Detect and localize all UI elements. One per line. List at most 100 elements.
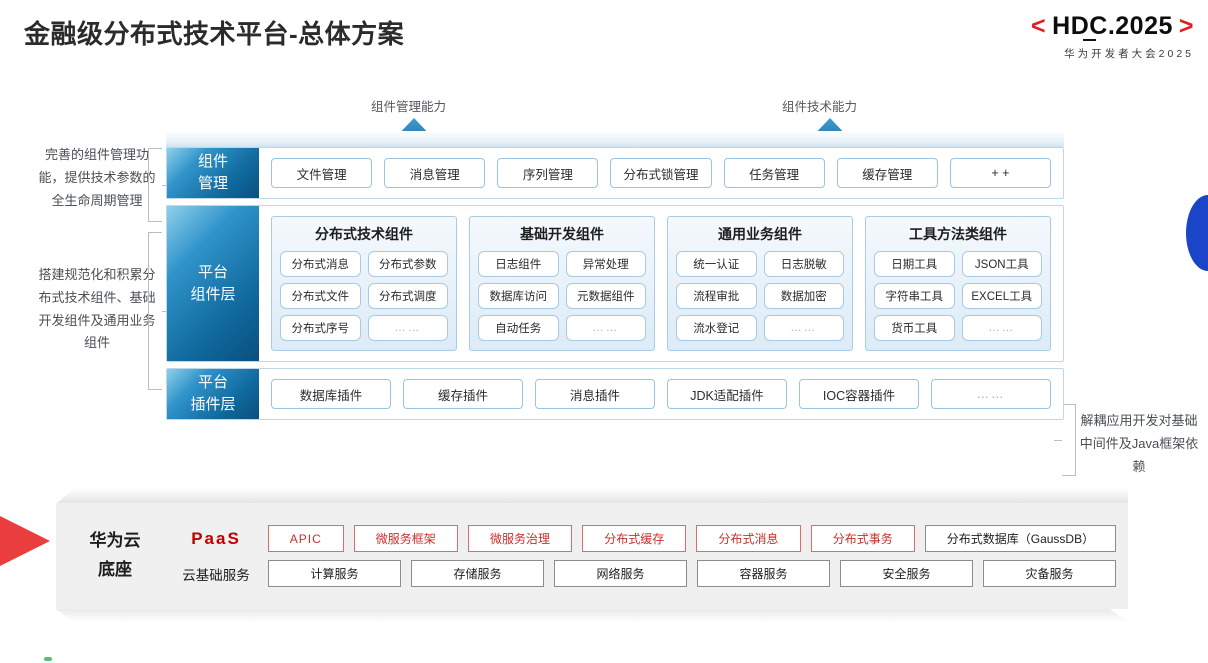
cell-transaction-log[interactable]: 流水登记 bbox=[676, 315, 757, 341]
chip-ioc-container-plugin[interactable]: IOC容器插件 bbox=[799, 379, 919, 409]
paas-chip-row: APIC 微服务框架 微服务治理 分布式缓存 分布式消息 分布式事务 分布式数据… bbox=[268, 525, 1117, 552]
chip-cache-management[interactable]: 缓存管理 bbox=[836, 158, 938, 188]
bracket-connector-1 bbox=[148, 148, 170, 222]
component-group-basic-dev: 基础开发组件 日志组件 异常处理 数据库访问 元数据组件 自动任务 …… bbox=[469, 216, 655, 351]
hdc-logo-subtitle: 华为开发者大会2025 bbox=[1064, 48, 1194, 60]
chip-distributed-lock-management[interactable]: 分布式锁管理 bbox=[610, 158, 712, 188]
chip-sequence-management[interactable]: 序列管理 bbox=[497, 158, 599, 188]
cell-distributed-scheduling[interactable]: 分布式调度 bbox=[367, 283, 448, 309]
layer-body-component-management: 文件管理 消息管理 序列管理 分布式锁管理 任务管理 缓存管理 + + bbox=[259, 148, 1063, 198]
base-panel-title: 华为云 底座 bbox=[56, 527, 174, 585]
chip-distributed-message[interactable]: 分布式消息 bbox=[696, 525, 801, 552]
cell-string-util[interactable]: 字符串工具 bbox=[874, 283, 955, 309]
cell-distributed-message[interactable]: 分布式消息 bbox=[280, 251, 361, 277]
group-grid: 日期工具 JSON工具 字符串工具 EXCEL工具 货币工具 …… bbox=[874, 251, 1042, 341]
cell-process-approval[interactable]: 流程审批 bbox=[676, 283, 757, 309]
chip-add-more[interactable]: + + bbox=[949, 158, 1051, 188]
layer-label-line: 组件层 bbox=[190, 285, 236, 303]
base-row-label-paas: PaaS bbox=[191, 528, 241, 548]
chip-storage-service[interactable]: 存储服务 bbox=[411, 560, 544, 587]
layer-label-platform-plugins: 平台 插件层 bbox=[167, 369, 259, 419]
chip-more-plugins[interactable]: …… bbox=[931, 379, 1051, 409]
cell-log-masking[interactable]: 日志脱敏 bbox=[763, 251, 844, 277]
chip-security-service[interactable]: 安全服务 bbox=[840, 560, 973, 587]
cell-more[interactable]: …… bbox=[367, 315, 448, 341]
layer-label-line: 平台 bbox=[197, 263, 228, 281]
hdc-logo-text: HDC.2025 bbox=[1052, 12, 1173, 41]
group-grid: 日志组件 异常处理 数据库访问 元数据组件 自动任务 …… bbox=[478, 251, 646, 341]
base-row-cloud-services: 云基础服务 计算服务 存储服务 网络服务 容器服务 安全服务 灾备服务 bbox=[174, 560, 1116, 587]
annotation-right-1: 解耦应用开发对基础中间件及Java框架依赖 bbox=[1079, 413, 1199, 474]
layer-label-platform-components: 平台 组件层 bbox=[167, 206, 259, 361]
blue-lens-decoration bbox=[1186, 195, 1208, 271]
layer-platform-components: 平台 组件层 分布式技术组件 分布式消息 分布式参数 分布式文件 分布式调度 分… bbox=[166, 205, 1064, 362]
chip-disaster-recovery-service[interactable]: 灾备服务 bbox=[983, 560, 1116, 587]
cell-more[interactable]: …… bbox=[565, 315, 646, 341]
base-title-line: 华为云 bbox=[89, 531, 141, 551]
group-title: 基础开发组件 bbox=[520, 226, 604, 242]
component-group-general-business: 通用业务组件 统一认证 日志脱敏 流程审批 数据加密 流水登记 …… bbox=[667, 216, 853, 351]
bracket-connector-3 bbox=[1054, 404, 1076, 476]
cell-excel-util[interactable]: EXCEL工具 bbox=[961, 283, 1042, 309]
bracket-connector-2 bbox=[148, 232, 170, 390]
layer-label-line: 组件 bbox=[197, 153, 228, 171]
chip-task-management[interactable]: 任务管理 bbox=[723, 158, 825, 188]
base-row-paas: PaaS APIC 微服务框架 微服务治理 分布式缓存 分布式消息 分布式事务 … bbox=[174, 525, 1117, 552]
chip-microservice-governance[interactable]: 微服务治理 bbox=[467, 525, 573, 552]
cell-distributed-parameter[interactable]: 分布式参数 bbox=[367, 251, 448, 277]
chip-database-plugin[interactable]: 数据库插件 bbox=[271, 379, 391, 409]
layer-body-platform-plugins: 数据库插件 缓存插件 消息插件 JDK适配插件 IOC容器插件 …… bbox=[259, 369, 1063, 419]
cell-json-util[interactable]: JSON工具 bbox=[961, 251, 1042, 277]
layer-body-platform-components: 分布式技术组件 分布式消息 分布式参数 分布式文件 分布式调度 分布式序号 ……… bbox=[259, 206, 1063, 361]
diagram-top-band bbox=[166, 131, 1064, 147]
chip-file-management[interactable]: 文件管理 bbox=[271, 158, 373, 188]
cell-database-access[interactable]: 数据库访问 bbox=[478, 283, 559, 309]
annotation-left-1: 完善的组件管理功能，提供技术参数的全生命周期管理 bbox=[38, 147, 156, 208]
base-title-line: 底座 bbox=[98, 560, 132, 579]
chip-network-service[interactable]: 网络服务 bbox=[554, 560, 687, 587]
layer-label-component-management: 组件 管理 bbox=[167, 148, 259, 198]
cell-date-util[interactable]: 日期工具 bbox=[874, 251, 955, 277]
hdc-logo-main: < HDC.2025 > bbox=[1031, 12, 1194, 41]
plugin-chip-row: 数据库插件 缓存插件 消息插件 JDK适配插件 IOC容器插件 …… bbox=[271, 379, 1051, 409]
cell-exception-handling[interactable]: 异常处理 bbox=[565, 251, 646, 277]
component-group-container: 分布式技术组件 分布式消息 分布式参数 分布式文件 分布式调度 分布式序号 ……… bbox=[271, 216, 1051, 351]
huawei-cloud-base-panel: 华为云 底座 PaaS APIC 微服务框架 微服务治理 分布式缓存 分布式消息… bbox=[56, 503, 1128, 609]
group-grid: 统一认证 日志脱敏 流程审批 数据加密 流水登记 …… bbox=[676, 251, 844, 341]
hdc-logo: < HDC.2025 > 华为开发者大会2025 bbox=[1031, 14, 1194, 61]
cell-automated-task[interactable]: 自动任务 bbox=[478, 315, 559, 341]
chip-message-plugin[interactable]: 消息插件 bbox=[535, 379, 655, 409]
chip-distributed-database-gaussdb[interactable]: 分布式数据库（GaussDB） bbox=[924, 525, 1117, 552]
chip-microservice-framework[interactable]: 微服务框架 bbox=[353, 525, 458, 552]
cell-distributed-file[interactable]: 分布式文件 bbox=[280, 283, 361, 309]
platform-diagram: 组件 管理 文件管理 消息管理 序列管理 分布式锁管理 任务管理 缓存管理 + … bbox=[166, 131, 1064, 426]
chip-distributed-cache[interactable]: 分布式缓存 bbox=[582, 525, 687, 552]
layer-platform-plugins: 平台 插件层 数据库插件 缓存插件 消息插件 JDK适配插件 IOC容器插件 …… bbox=[166, 368, 1064, 420]
arrow-label-right: 组件技术能力 bbox=[782, 100, 858, 114]
page-title: 金融级分布式技术平台-总体方案 bbox=[24, 19, 405, 49]
left-bracket-icon: < bbox=[1031, 12, 1047, 40]
group-title: 工具方法类组件 bbox=[909, 226, 1007, 242]
cell-currency-util[interactable]: 货币工具 bbox=[874, 315, 955, 341]
base-row-label-cloud-services: 云基础服务 bbox=[182, 567, 250, 583]
green-dot-decoration bbox=[44, 657, 52, 661]
layer-label-line: 管理 bbox=[197, 175, 228, 192]
chip-container-service[interactable]: 容器服务 bbox=[697, 560, 830, 587]
base-panel-bottom-bevel bbox=[56, 609, 1128, 622]
chip-apic[interactable]: APIC bbox=[268, 525, 344, 552]
chip-distributed-transaction[interactable]: 分布式事务 bbox=[810, 525, 915, 552]
cell-log-component[interactable]: 日志组件 bbox=[478, 251, 559, 277]
cell-more[interactable]: …… bbox=[763, 315, 844, 341]
chip-compute-service[interactable]: 计算服务 bbox=[268, 560, 401, 587]
chip-message-management[interactable]: 消息管理 bbox=[384, 158, 486, 188]
base-panel-rows: PaaS APIC 微服务框架 微服务治理 分布式缓存 分布式消息 分布式事务 … bbox=[174, 525, 1128, 587]
cell-distributed-sequence[interactable]: 分布式序号 bbox=[280, 315, 361, 341]
chip-jdk-adapter-plugin[interactable]: JDK适配插件 bbox=[667, 379, 787, 409]
chip-cache-plugin[interactable]: 缓存插件 bbox=[403, 379, 523, 409]
cell-more[interactable]: …… bbox=[961, 315, 1042, 341]
group-grid: 分布式消息 分布式参数 分布式文件 分布式调度 分布式序号 …… bbox=[280, 251, 448, 341]
cell-unified-auth[interactable]: 统一认证 bbox=[676, 251, 757, 277]
cell-metadata-component[interactable]: 元数据组件 bbox=[565, 283, 646, 309]
cell-data-encryption[interactable]: 数据加密 bbox=[763, 283, 844, 309]
